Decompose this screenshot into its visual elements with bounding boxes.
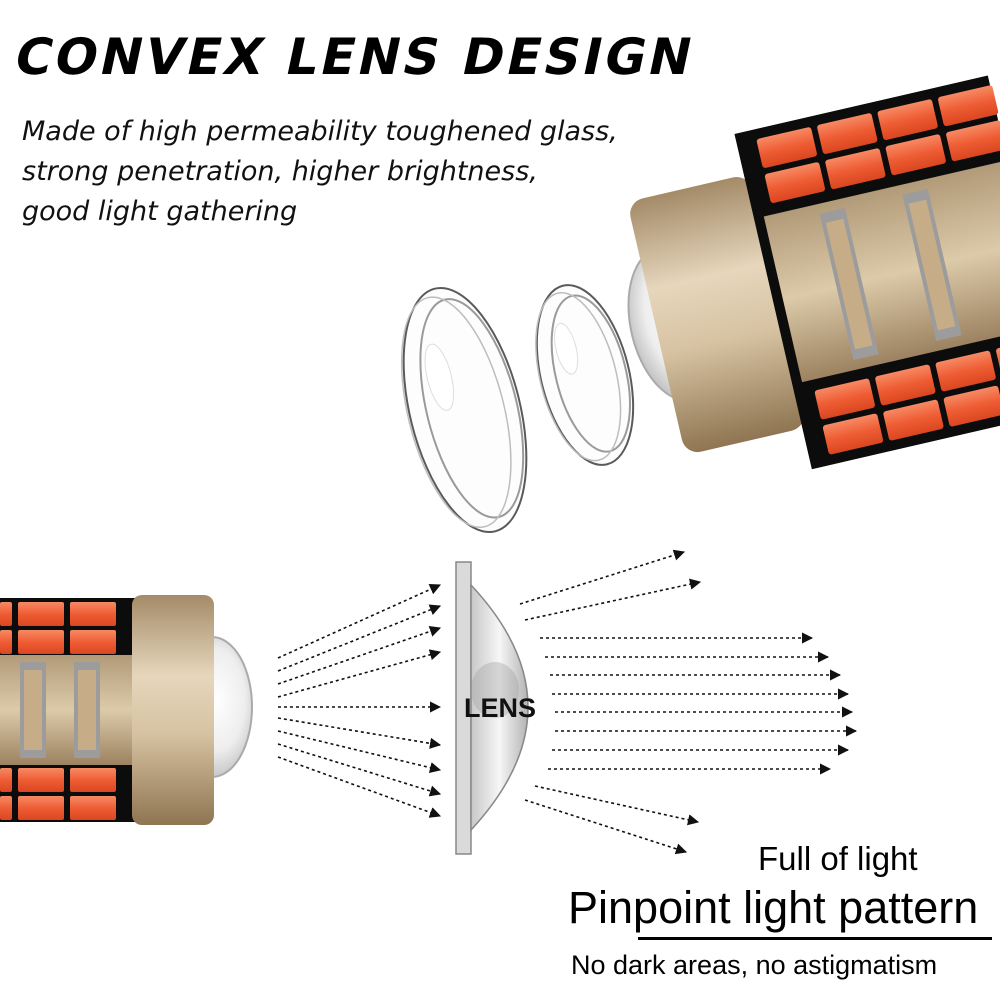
description-line: strong penetration, higher brightness, <box>22 156 538 187</box>
full-of-light-caption: Full of light <box>758 840 918 877</box>
lens-label: LENS <box>464 693 536 723</box>
led-row-bottom <box>0 768 116 820</box>
caption-underline <box>638 937 992 940</box>
outgoing-light-rays <box>519 549 858 855</box>
incoming-light-rays <box>277 584 442 818</box>
bulb-housing-collar <box>132 595 214 825</box>
bottom-led-bulb <box>0 595 253 825</box>
no-dark-caption: No dark areas, no astigmatism <box>571 950 938 980</box>
center-lens: LENS <box>455 561 536 855</box>
description-line: good light gathering <box>22 196 298 227</box>
led-row-top <box>756 85 1000 203</box>
top-led-bulb <box>627 75 1000 470</box>
description-line: Made of high permeability toughened glas… <box>22 116 618 147</box>
page-title: CONVEX LENS DESIGN <box>9 28 701 86</box>
floating-lens-large <box>400 286 528 534</box>
led-row-top <box>0 602 116 654</box>
description: Made of high permeability toughened glas… <box>22 112 662 232</box>
floating-lens-small <box>535 284 635 466</box>
pinpoint-caption: Pinpoint light pattern <box>568 882 979 933</box>
led-row-bottom <box>814 336 1000 455</box>
